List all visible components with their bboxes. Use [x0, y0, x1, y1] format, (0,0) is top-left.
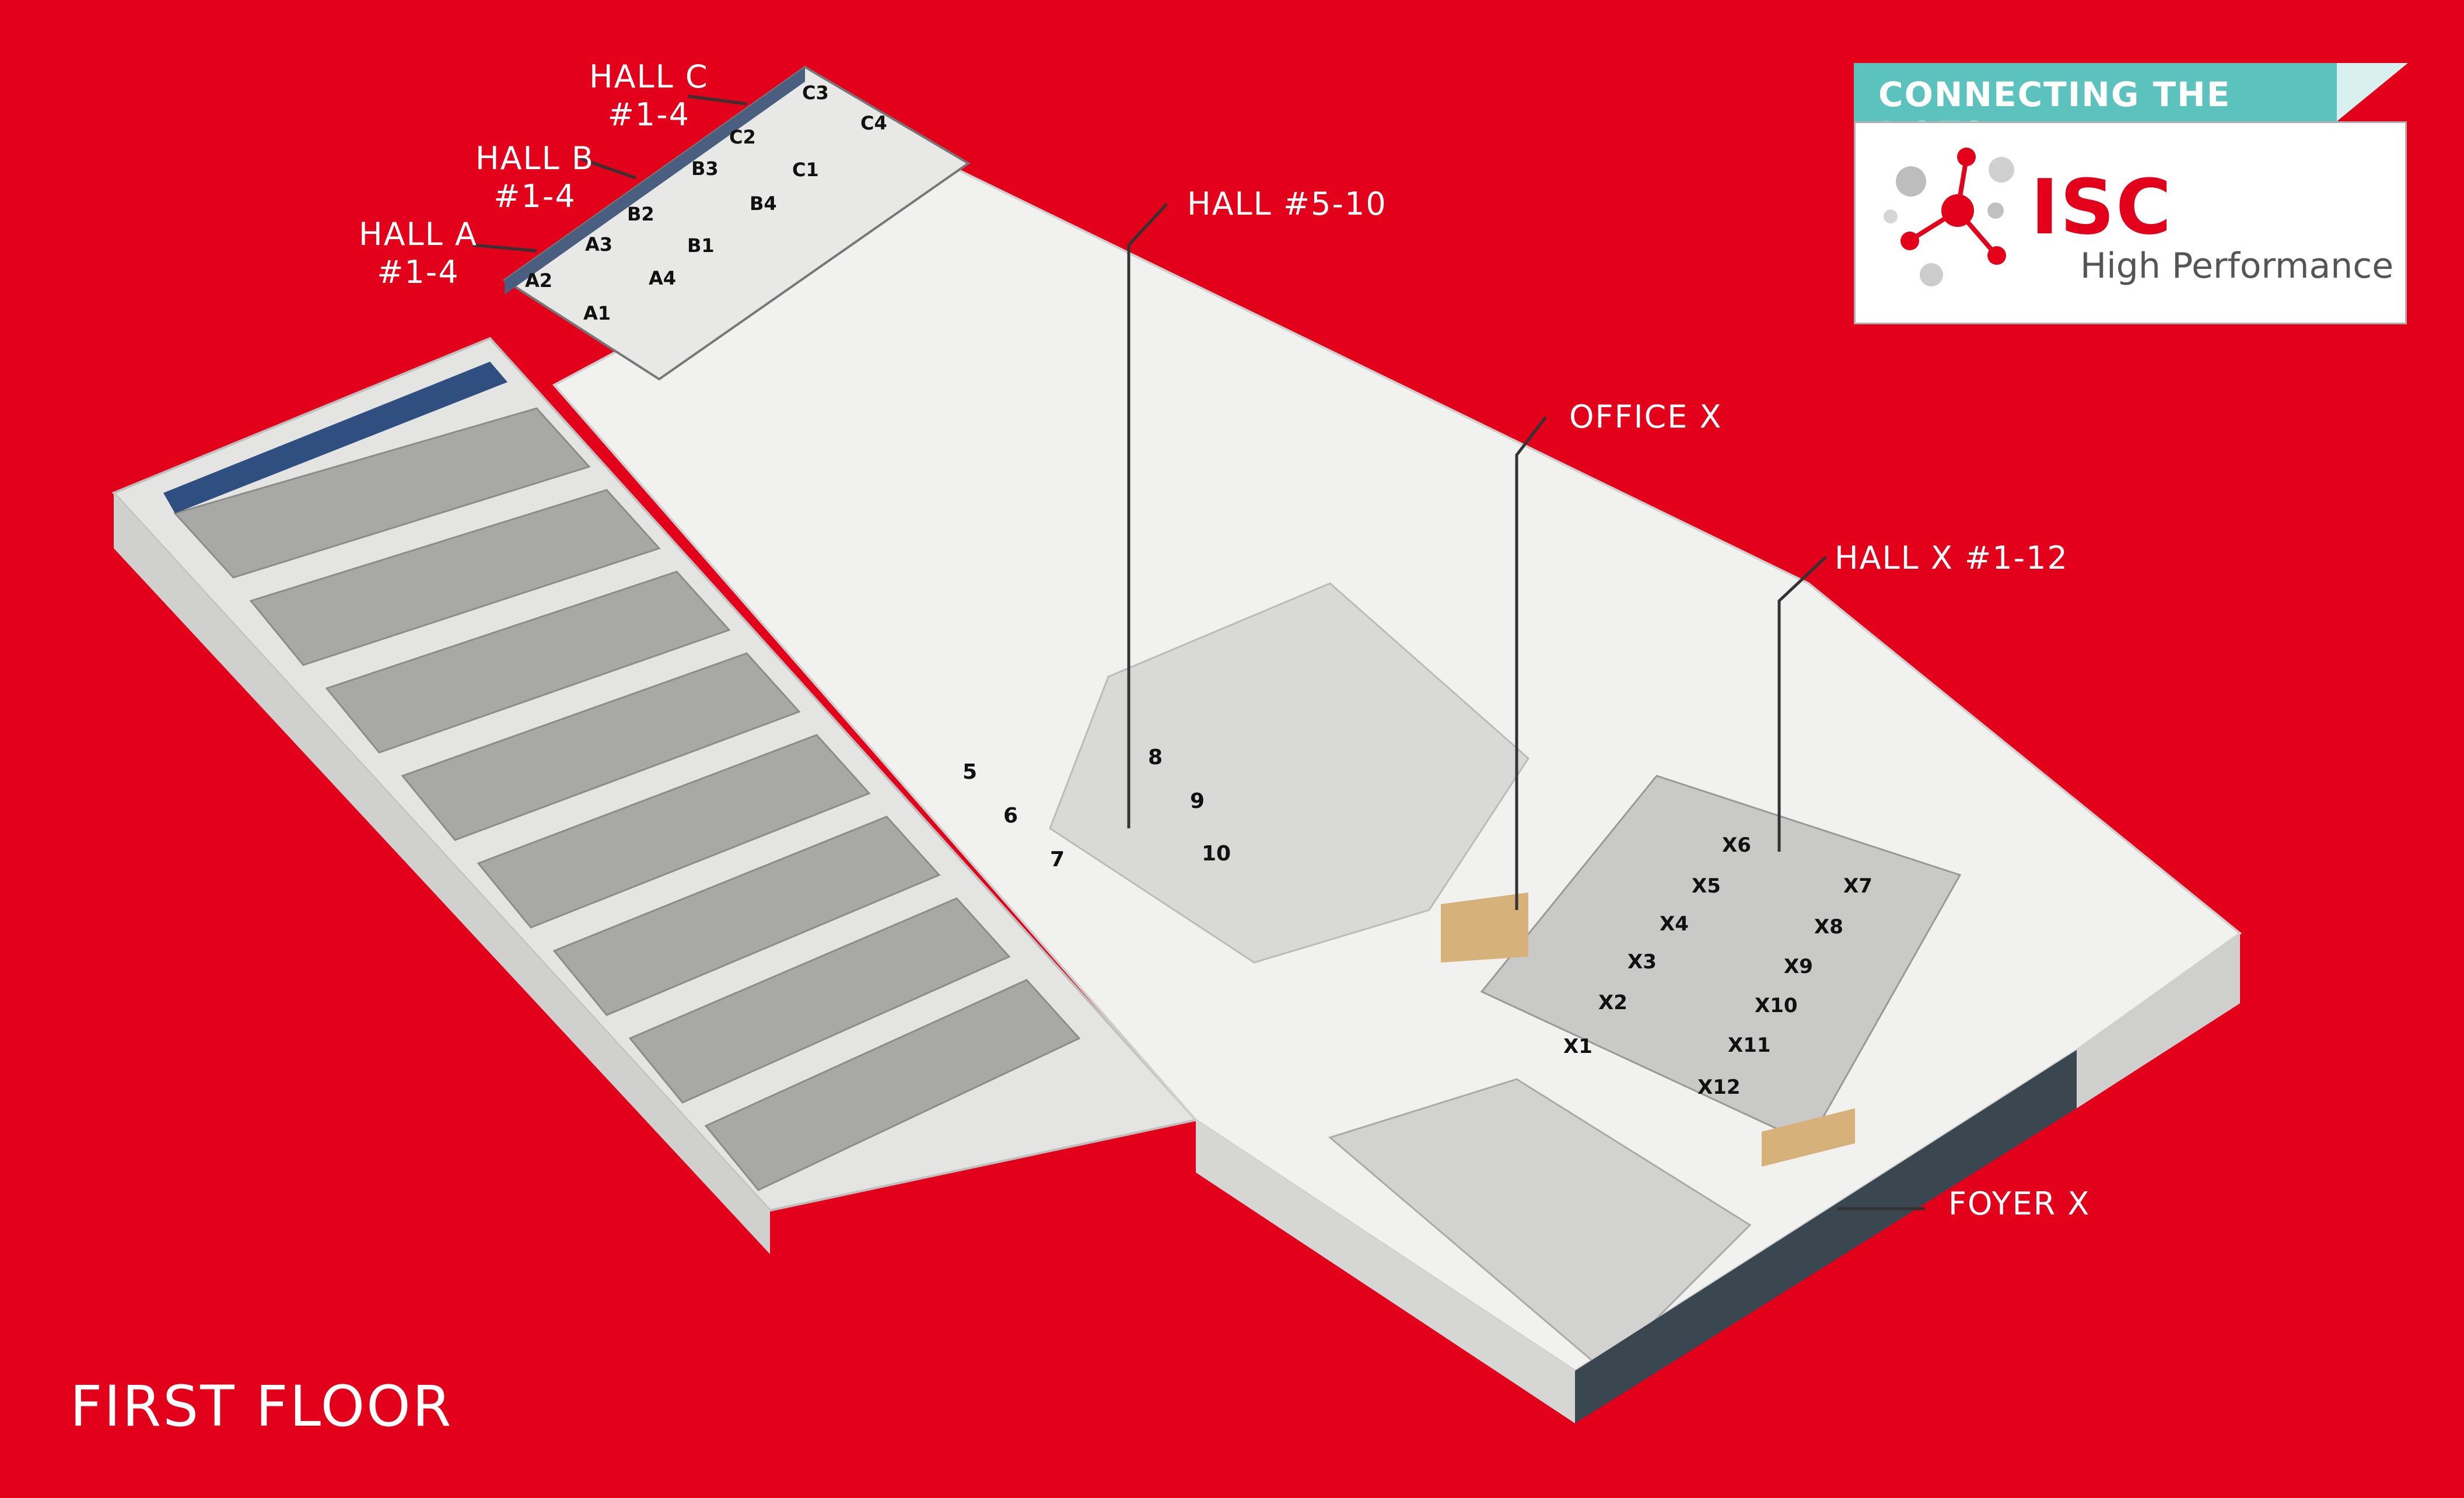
room-label-10: 10	[1202, 842, 1231, 866]
room-label-a4: A4	[649, 267, 676, 289]
room-label-x7: X7	[1843, 874, 1873, 898]
west-hall-block-side	[114, 493, 770, 1254]
room-label-c3: C3	[802, 82, 829, 104]
room-label-6: 6	[1003, 804, 1018, 828]
roof-windows	[163, 362, 508, 513]
callout-hall-5-10: HALL #5-10	[1187, 186, 1387, 222]
foyer-x-area	[1328, 1078, 1752, 1373]
halls-5-10-rooms: 5 6 7 8 9 10	[963, 746, 1231, 872]
callout-hall-a-range: #1-4	[377, 253, 460, 290]
floor-title: FIRST FLOOR	[70, 1374, 453, 1439]
logo-subtitle: High Performance	[2080, 246, 2394, 286]
callout-hall-c: HALL C #1-4	[589, 58, 709, 134]
room-label-x9: X9	[1784, 955, 1813, 978]
logo-brand: ISC	[2031, 163, 2173, 251]
room-label-x5: X5	[1692, 874, 1721, 898]
room-label-b4: B4	[750, 192, 777, 215]
room-label-5: 5	[963, 760, 977, 784]
room-label-a3: A3	[585, 233, 612, 256]
wood-wall-hallx	[1762, 1108, 1855, 1167]
room-label-b2: B2	[627, 203, 654, 225]
east-wing-side	[2077, 933, 2240, 1108]
callout-hall-b-name: HALL B	[475, 140, 594, 177]
hall-x-area	[1480, 775, 1962, 1144]
callout-hall-c-name: HALL C	[589, 58, 709, 95]
callout-hall-x: HALL X #1-12	[1835, 540, 2068, 576]
room-label-x6: X6	[1722, 834, 1751, 857]
glass-facade	[1575, 1050, 2077, 1423]
logo-fold	[2337, 63, 2408, 121]
isc-logo: CONNECTING THE DOTS ISC High Performance	[1854, 63, 2408, 326]
callout-hall-b: HALL B #1-4	[475, 140, 594, 216]
room-label-x12: X12	[1698, 1076, 1741, 1099]
logo-card: ISC High Performance	[1854, 121, 2407, 324]
room-label-x4: X4	[1660, 912, 1689, 936]
room-label-c1: C1	[792, 159, 819, 181]
room-label-c2: C2	[729, 126, 756, 148]
room-label-7: 7	[1050, 848, 1065, 872]
room-label-x1: X1	[1563, 1035, 1592, 1058]
room-label-x3: X3	[1628, 950, 1657, 974]
central-atrium	[1049, 582, 1530, 964]
callout-foyer-x: FOYER X	[1948, 1185, 2091, 1222]
room-label-b1: B1	[687, 235, 715, 257]
west-hall-bays	[173, 407, 1081, 1191]
room-label-c4: C4	[860, 112, 887, 134]
room-label-a1: A1	[583, 302, 611, 324]
room-label-8: 8	[1148, 746, 1163, 769]
callout-hall-c-range: #1-4	[607, 96, 691, 133]
main-building-side	[1196, 1120, 1575, 1423]
callout-hall-a-name: HALL A	[359, 216, 478, 253]
halls-abc-glass	[505, 67, 805, 295]
callout-office-x: OFFICE X	[1569, 398, 1723, 435]
logo-banner: CONNECTING THE DOTS	[1854, 63, 2338, 154]
halls-abc-rooms: A1 A2 A3 A4 B1 B2 B3 B4 C1 C2 C3 C4	[525, 82, 887, 324]
callout-hall-a: HALL A #1-4	[359, 216, 478, 292]
room-label-x8: X8	[1814, 915, 1843, 939]
molecule-icon	[1884, 148, 2014, 286]
room-label-9: 9	[1190, 789, 1205, 813]
room-label-x11: X11	[1728, 1034, 1771, 1057]
hall-x-rooms: X1 X2 X3 X4 X5 X6 X7 X8 X9 X10 X11 X12	[1563, 834, 1873, 1099]
callout-hall-b-range: #1-4	[494, 177, 576, 215]
wood-wall-atrium	[1441, 892, 1528, 963]
room-label-a2: A2	[525, 270, 552, 292]
room-label-x2: X2	[1598, 991, 1628, 1014]
room-label-x10: X10	[1755, 994, 1798, 1017]
room-label-b3: B3	[691, 158, 719, 180]
leader-lines	[472, 94, 1925, 1210]
